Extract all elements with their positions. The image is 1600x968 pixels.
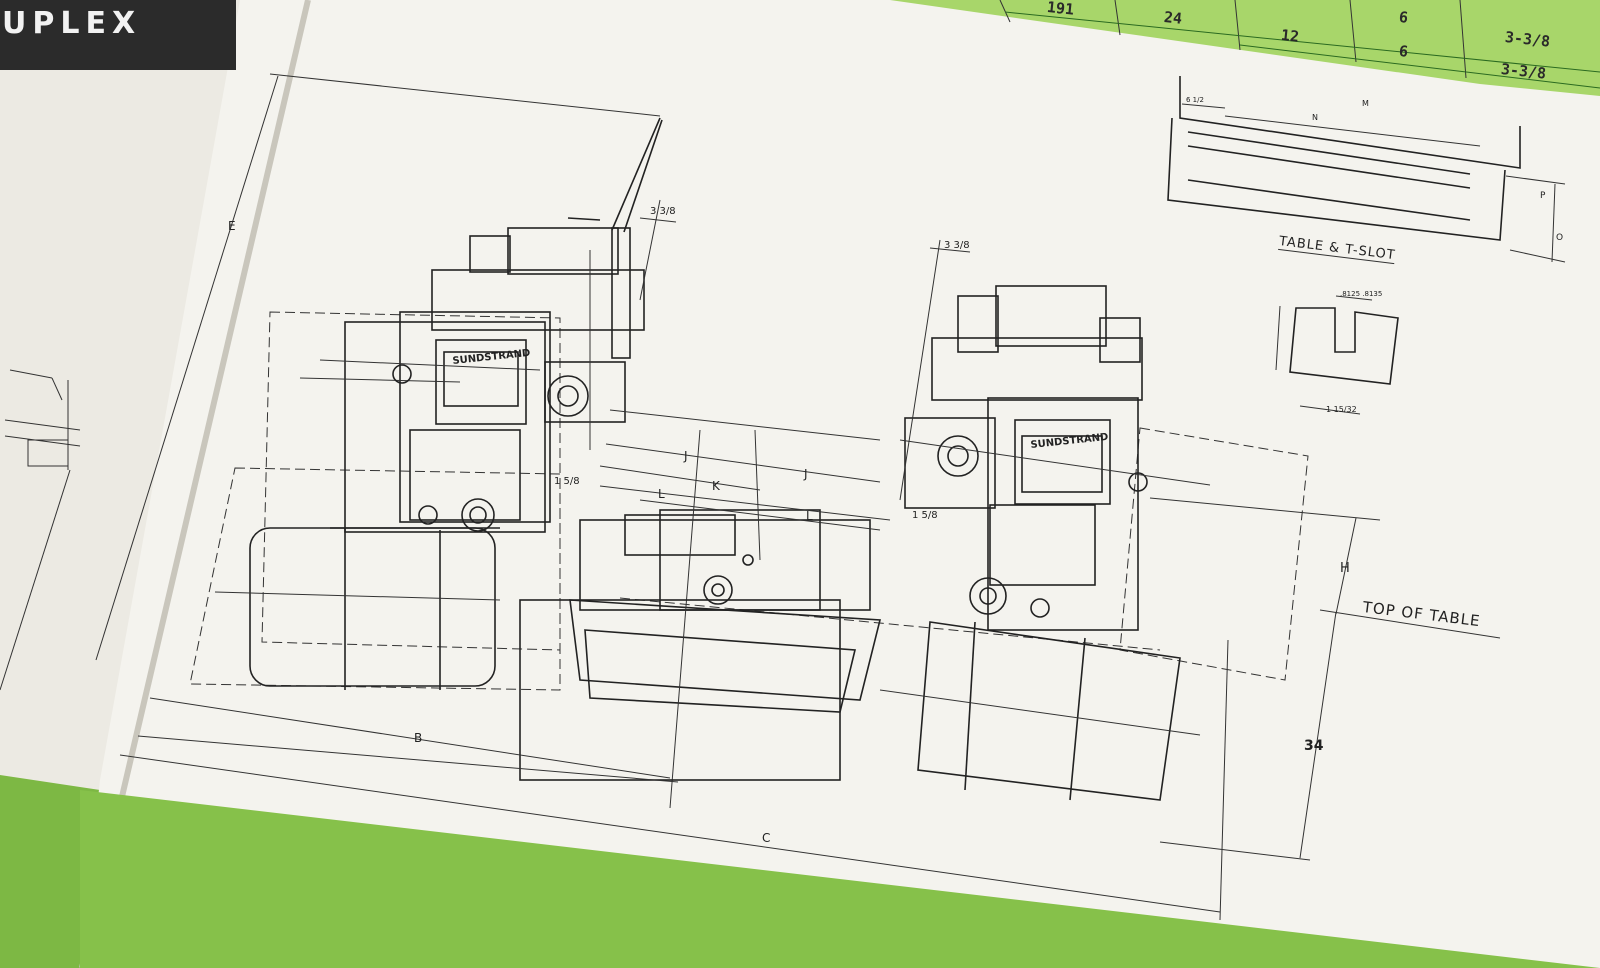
left-machine-head	[214, 117, 663, 690]
machine-drawing	[95, 73, 1566, 921]
dim-c: C	[762, 831, 770, 845]
dim-j-left: J	[683, 449, 688, 463]
dim-k: K	[712, 479, 721, 493]
dim-three-eighths-left: 3 3/8	[650, 206, 676, 217]
dim-j-right: J	[803, 467, 808, 481]
dim-p: P	[1540, 191, 1546, 201]
dim-n: N	[1312, 113, 1318, 122]
table-top-line	[619, 597, 1161, 651]
dim-six-half: 6 1/2	[1186, 96, 1204, 104]
spec-table-grid	[999, 0, 1600, 89]
table-cell: 6	[1398, 42, 1409, 61]
dim-l-right: L	[806, 509, 813, 523]
dim-o: O	[1556, 233, 1563, 243]
dim-h: H	[1340, 561, 1350, 576]
right-machine-head	[879, 239, 1211, 801]
right-page	[80, 0, 1600, 968]
dim-l-left: L	[658, 487, 665, 501]
base-outline-right	[1119, 427, 1309, 681]
brochure-title: UPLEX	[0, 0, 236, 70]
dim-slot-depth: 1 15/32	[1326, 405, 1357, 414]
table-cell: 191	[1046, 0, 1075, 19]
dim-three-eighths-right: 3 3/8	[944, 240, 970, 251]
table-cell: 12	[1280, 26, 1300, 46]
left-page-fragment	[0, 369, 81, 691]
dim-b: B	[414, 731, 422, 745]
table-cell: 24	[1163, 8, 1183, 28]
center-fixture	[519, 429, 882, 809]
table-outline-left	[189, 467, 561, 691]
dim-one-five-eighths-right: 1 5/8	[912, 510, 938, 521]
dim-slot-width: .8125 .8135	[1340, 290, 1382, 298]
table-cell: 6	[1398, 8, 1409, 27]
dimension-lines	[95, 73, 1566, 921]
dim-e: E	[228, 219, 236, 233]
dim-one-five-eighths-left: 1 5/8	[554, 476, 580, 487]
dim-34: 34	[1304, 738, 1324, 754]
green-band-left	[0, 775, 100, 968]
green-table-band	[890, 0, 1600, 96]
dim-m: M	[1362, 99, 1369, 108]
green-band-bottom	[80, 790, 1600, 968]
